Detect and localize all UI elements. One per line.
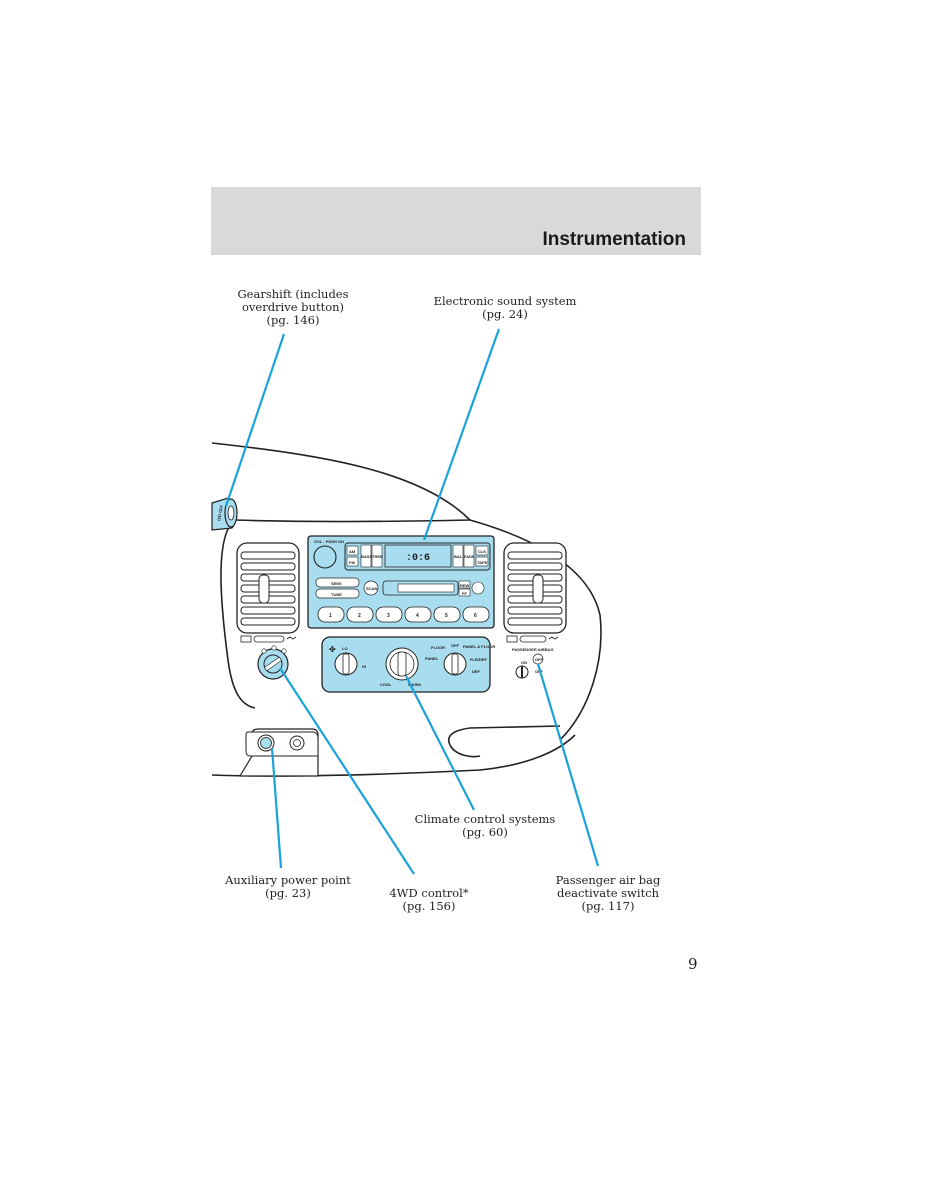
aux-callout-line1: Auxiliary power point <box>225 873 351 887</box>
tune-label: TUNE <box>331 592 342 597</box>
rew-label: REW <box>460 583 470 588</box>
fan-lo-label: LO <box>342 646 348 651</box>
am-label: AM <box>349 549 356 554</box>
preset-6: 6 <box>474 613 477 619</box>
passenger-airbag-label: PASSENGER AIRBAG <box>512 647 554 652</box>
four-wd-control-knob <box>257 645 289 680</box>
left-air-vent <box>236 542 300 643</box>
preset-5: 5 <box>445 613 448 619</box>
callout-leader-lines <box>224 328 600 875</box>
dashboard-outline <box>211 442 602 777</box>
airbag-on-label: ON <box>521 660 527 665</box>
seek-label: SEEK <box>331 581 342 586</box>
airbag-leader <box>536 663 600 867</box>
svg-text::0:6: :0:6 <box>406 553 430 564</box>
sound-system-callout: Electronic sound system (pg. 24) <box>425 295 585 321</box>
gearshift-callout-line3: (pg. 146) <box>266 313 320 327</box>
auxiliary-power-callout: Auxiliary power point (pg. 23) <box>218 874 358 900</box>
page-number: 9 <box>688 955 698 973</box>
tape-label: TAPE <box>477 560 488 565</box>
airbag-switch-callout: Passenger air bag deactivate switch (pg.… <box>548 874 668 913</box>
aux-callout-line2: (pg. 23) <box>265 886 311 900</box>
climate-callout-line1: Climate control systems <box>414 812 556 826</box>
gearshift-knob: O/D OFF <box>211 497 238 531</box>
aux-leader <box>270 747 283 869</box>
section-title: Instrumentation <box>542 229 686 250</box>
scan-label: SCAN <box>366 586 377 591</box>
preset-1: 1 <box>329 613 332 619</box>
climate-control-callout: Climate control systems (pg. 60) <box>410 813 560 839</box>
mode-panel-floor-label: PANEL & FLOOR <box>463 644 495 649</box>
bass-label: BASS <box>361 554 372 559</box>
fourwd-callout-line2: (pg. 156) <box>402 899 456 913</box>
mode-floor-defrost-label: FLR/DEF <box>470 657 487 662</box>
vol-push-on-label: VOL - PUSH ON <box>314 539 344 544</box>
right-air-vent: PASSENGER AIRBAG ON OFF OFF <box>503 542 567 679</box>
preset-4: 4 <box>416 613 419 619</box>
gearshift-callout-line2: overdrive button) <box>241 300 345 314</box>
mode-off-label: OFF <box>451 643 460 648</box>
airbag-callout-line3: (pg. 117) <box>581 899 635 913</box>
airbag-off-indicator: OFF <box>535 657 544 662</box>
climate-leader <box>405 675 475 811</box>
section-header: Instrumentation <box>211 187 701 255</box>
fourwd-leader <box>279 667 415 875</box>
airbag-callout-line1: Passenger air bag <box>555 873 661 887</box>
climate-callout-line2: (pg. 60) <box>462 825 508 839</box>
temp-warm-label: WARM <box>408 682 421 687</box>
bal-label: BAL <box>454 554 463 559</box>
gearshift-callout: Gearshift (includes overdrive button) (p… <box>228 288 358 327</box>
mode-floor-label: FLOOR <box>431 645 445 650</box>
preset-3: 3 <box>387 613 390 619</box>
radio-unit: VOL - PUSH ON AM FM BASS TREB :0:6 BAL F… <box>307 535 495 629</box>
airbag-callout-line2: deactivate switch <box>556 886 660 900</box>
sound-callout-line2: (pg. 24) <box>482 307 528 321</box>
preset-buttons: 1 2 3 4 5 6 <box>317 606 490 623</box>
mode-def-label: DEF <box>472 669 481 674</box>
auxiliary-power-point <box>238 728 319 777</box>
fan-hi-label: HI <box>362 664 366 669</box>
fourwd-callout-line1: 4WD control* <box>389 886 469 900</box>
overdrive-label: O/D OFF <box>216 504 224 521</box>
svg-text:✤: ✤ <box>329 645 336 654</box>
gearshift-leader <box>224 333 286 507</box>
fm-label: FM <box>349 560 355 565</box>
ff-label: FF <box>462 591 467 596</box>
fourwd-callout: 4WD control* (pg. 156) <box>374 887 484 913</box>
climate-control-panel: ✤ LO HI COOL WARM FLOOR OFF PANEL & FLOO… <box>321 636 495 693</box>
sound-callout-line1: Electronic sound system <box>433 294 577 308</box>
fade-label: FADE <box>464 554 475 559</box>
treb-label: TREB <box>372 554 383 559</box>
temp-cool-label: COOL <box>380 682 392 687</box>
sound-leader <box>422 328 501 541</box>
gearshift-callout-line1: Gearshift (includes <box>237 287 349 301</box>
preset-2: 2 <box>358 613 361 619</box>
mode-panel-label: PANEL <box>425 656 439 661</box>
clk-label: CLK <box>478 549 486 554</box>
